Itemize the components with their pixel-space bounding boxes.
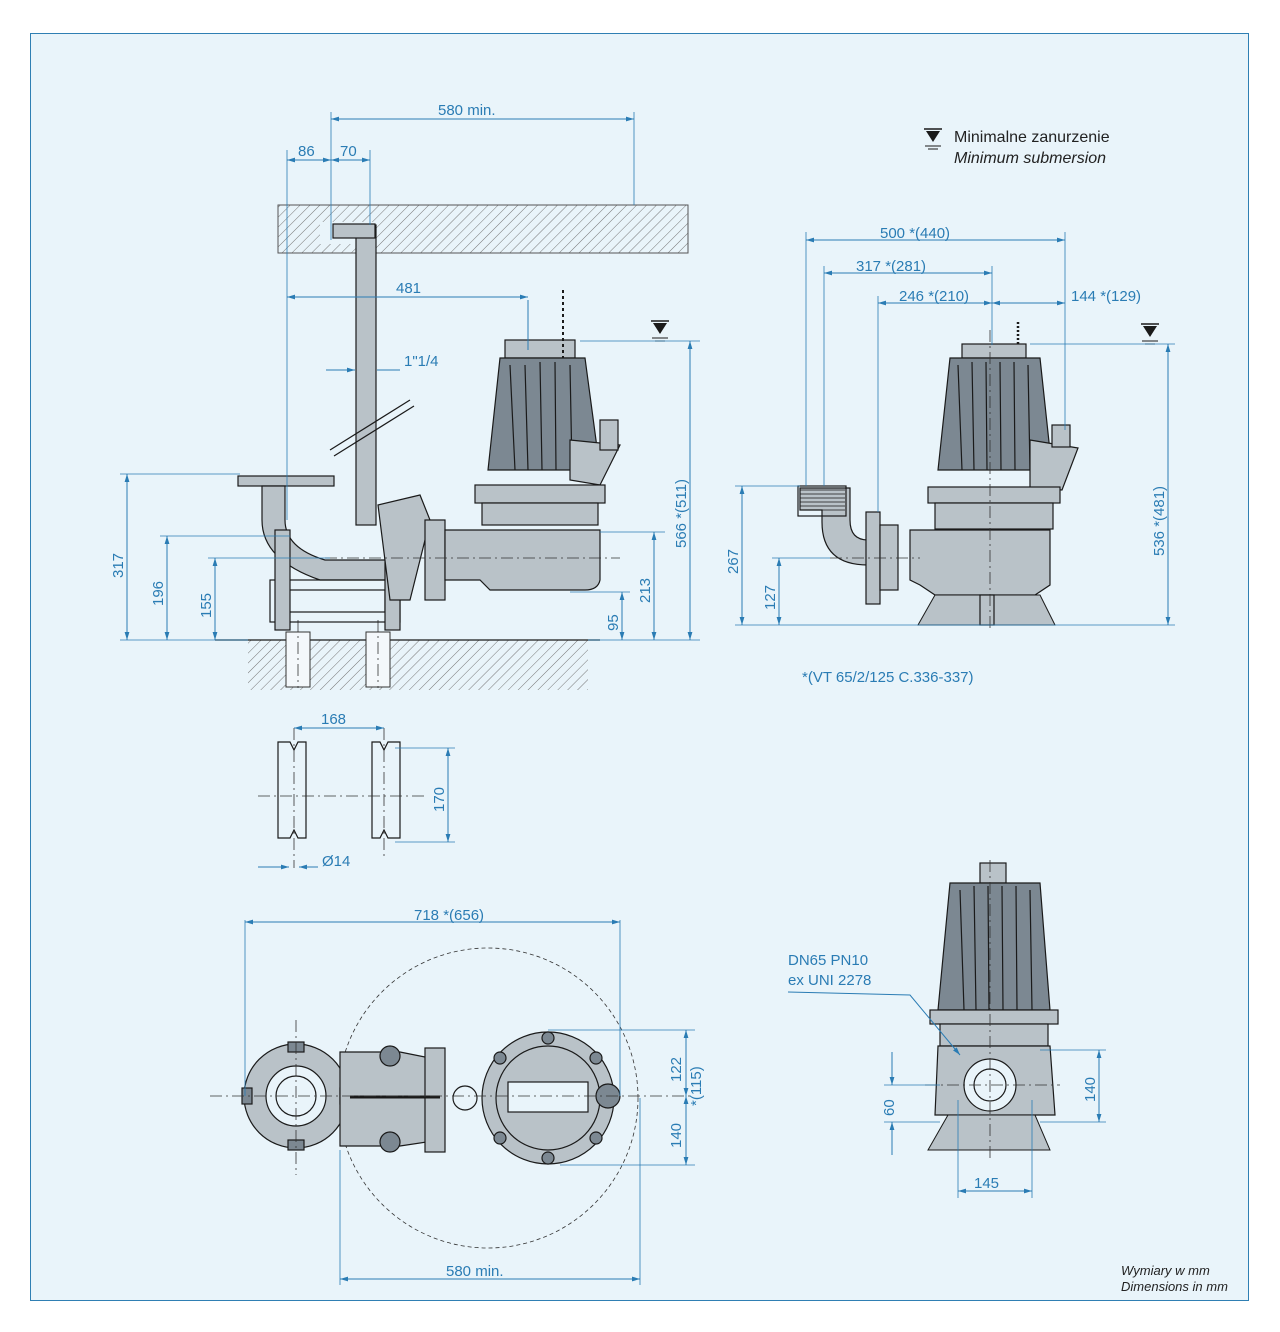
dim-536: 536 *(481) — [1151, 486, 1168, 556]
dim-122: 122 — [668, 1057, 685, 1082]
pump-top — [481, 1031, 621, 1165]
legend-pl-text: Minimalne zanurzenie — [954, 129, 1110, 146]
dim-155: 155 — [198, 593, 215, 618]
dim-317-side: 317 — [110, 553, 127, 578]
footer-units-en: Dimensions in mm — [1121, 1279, 1228, 1294]
dim-718: 718 *(656) — [414, 907, 484, 924]
dim-144: 144 *(129) — [1071, 288, 1141, 305]
front-view: 500 *(440) 317 *(281) 246 *(210) 144 *(1… — [725, 225, 1175, 686]
dim-500: 500 *(440) — [880, 225, 950, 242]
dim-481: 481 — [396, 280, 421, 297]
pump-front — [909, 322, 1079, 626]
pump-outlet — [927, 862, 1059, 1151]
coupling-top — [339, 1045, 478, 1153]
flange-spec-line2: ex UNI 2278 — [788, 972, 871, 989]
dim-140-outlet: 140 — [1082, 1077, 1099, 1102]
dim-213: 213 — [637, 578, 654, 603]
dim-145: 145 — [974, 1175, 999, 1192]
pump-side — [444, 290, 621, 591]
dim-95: 95 — [605, 614, 622, 631]
model-note: *(VT 65/2/125 C.336-337) — [802, 669, 974, 686]
dim-86: 86 — [298, 143, 315, 160]
dim-pipe-size: 1"1/4 — [404, 353, 439, 370]
dim-hole-diameter: Ø14 — [322, 853, 350, 870]
anchor-bolts — [285, 620, 391, 688]
flange-spec-line1: DN65 PN10 — [788, 952, 868, 969]
dim-566: 566 *(511) — [673, 479, 690, 548]
discharge-foot — [237, 475, 446, 631]
discharge-bend — [797, 485, 899, 605]
submersion-mark-side — [651, 320, 669, 342]
dim-580-side: 580 min. — [438, 102, 496, 119]
submersion-mark-front — [1141, 323, 1159, 345]
dim-70: 70 — [340, 143, 357, 160]
outlet-view: DN65 PN10 ex UNI 2278 60 140 145 — [787, 860, 1106, 1198]
dim-196: 196 — [150, 581, 167, 606]
dim-115: *(115) — [688, 1066, 705, 1106]
legend: Minimalne zanurzenie Minimum submersion — [924, 128, 1110, 167]
dim-127: 127 — [762, 585, 779, 610]
foot-plan: 168 170 Ø14 — [258, 711, 455, 870]
guide-pipe — [355, 224, 377, 526]
dim-140-top: 140 — [668, 1123, 685, 1148]
submersion-symbol-icon — [924, 128, 942, 150]
dim-580-top: 580 min. — [446, 1263, 504, 1280]
dim-317-front: 317 *(281) — [856, 258, 926, 275]
legend-en-text: Minimum submersion — [954, 150, 1106, 167]
dim-60: 60 — [881, 1099, 898, 1116]
side-view: 580 min. 86 70 481 1"1/4 317 196 155 95 … — [110, 102, 700, 690]
dim-267: 267 — [725, 549, 742, 574]
dim-246: 246 *(210) — [899, 288, 969, 305]
dim-168: 168 — [321, 711, 346, 728]
dim-170: 170 — [431, 787, 448, 812]
footer-units-pl: Wymiary w mm — [1121, 1263, 1210, 1278]
top-view: 718 *(656) 580 min. 122 *(115) 140 — [210, 907, 705, 1285]
